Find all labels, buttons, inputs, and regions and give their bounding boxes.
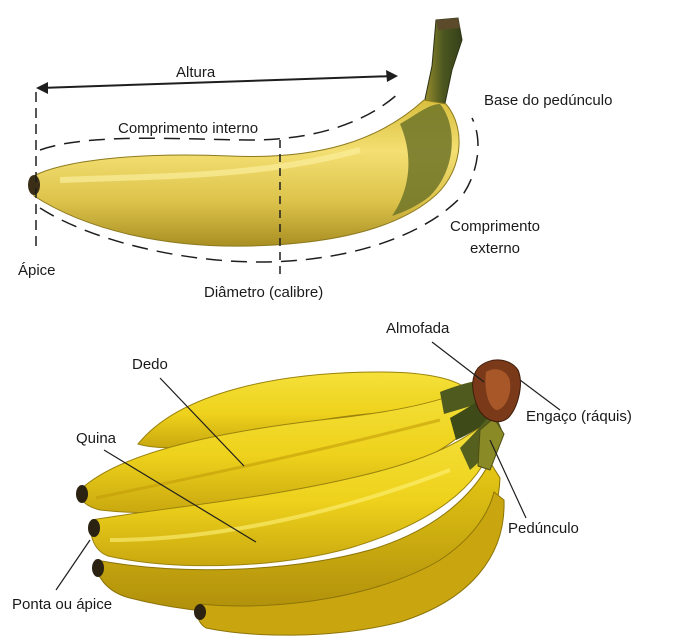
peduncle-label: Pedúnculo xyxy=(508,520,579,538)
outer-length-label-line1: Comprimento xyxy=(420,218,570,236)
diameter-label: Diâmetro (calibre) xyxy=(204,284,323,302)
ridge-label: Quina xyxy=(76,430,116,448)
stalk-label: Engaço (ráquis) xyxy=(526,408,632,426)
peduncle-base-label: Base do pedúnculo xyxy=(484,92,612,110)
inner-length-label: Comprimento interno xyxy=(118,120,258,138)
height-label: Altura xyxy=(176,64,215,82)
leader-tip xyxy=(56,540,90,590)
cushion-label: Almofada xyxy=(386,320,449,338)
leader-stalk xyxy=(520,380,560,410)
finger-label: Dedo xyxy=(132,356,168,374)
banana-bunch xyxy=(76,360,520,635)
leader-cushion xyxy=(432,342,484,382)
stem-shape xyxy=(424,18,462,108)
outer-length-label-line2: externo xyxy=(420,240,570,258)
apex-label: Ápice xyxy=(18,262,56,280)
tip-label: Ponta ou ápice xyxy=(12,596,112,614)
